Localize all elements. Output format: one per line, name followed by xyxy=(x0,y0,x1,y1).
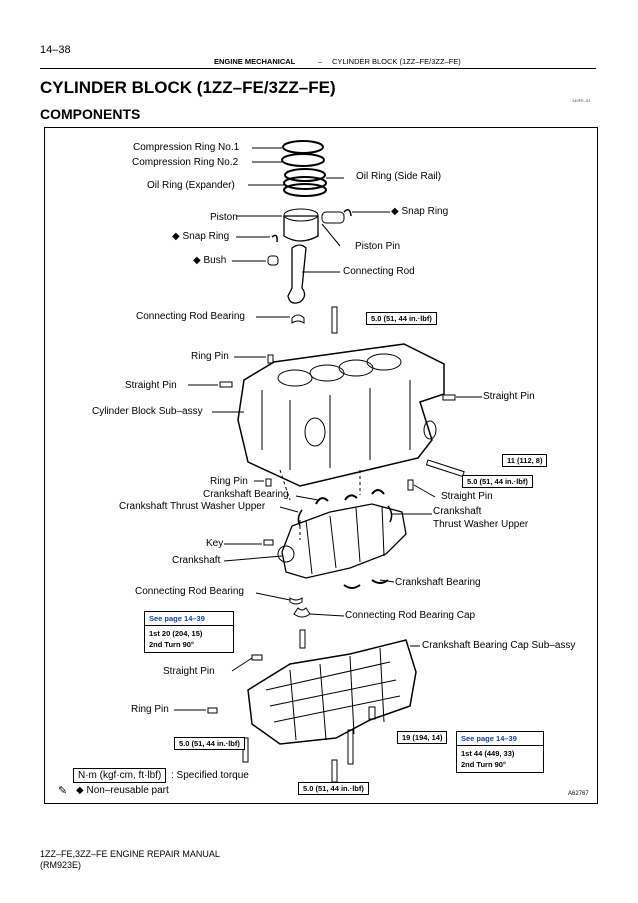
figure-frame xyxy=(44,127,598,804)
label-connecting-rod-bearing-bottom: Connecting Rod Bearing xyxy=(135,586,244,597)
label-connecting-rod-bearing-cap: Connecting Rod Bearing Cap xyxy=(345,610,476,621)
label-ring-pin-top: Ring Pin xyxy=(191,351,229,362)
label-crankshaft-thrust-washer-right-1: Crankshaft xyxy=(433,506,482,517)
ref-box-conrod-cap: See page 14–39 1st 20 (204, 15)2nd Turn … xyxy=(144,611,234,653)
page-number: 14–38 xyxy=(40,44,71,56)
figure-code-top: 140FE–01 xyxy=(572,98,591,103)
header-subsection: CYLINDER BLOCK (1ZZ–FE/3ZZ–FE) xyxy=(332,57,461,66)
label-snap-ring-left: ◆ Snap Ring xyxy=(172,231,230,242)
torque-box: 5.0 (51, 44 in.·lbf) xyxy=(462,475,533,488)
footer-manual: 1ZZ–FE,3ZZ–FE ENGINE REPAIR MANUAL xyxy=(40,849,220,859)
page-subtitle: COMPONENTS xyxy=(40,106,141,122)
label-crankshaft: Crankshaft xyxy=(172,555,221,566)
label-piston: Piston xyxy=(210,212,238,223)
label-ring-pin-bottom: Ring Pin xyxy=(131,704,169,715)
label-crankshaft-bearing-bottom: Crankshaft Bearing xyxy=(395,577,481,588)
torque-box: 5.0 (51, 44 in.·lbf) xyxy=(298,782,369,795)
label-crankshaft-thrust-washer-left: Crankshaft Thrust Washer Upper xyxy=(119,501,266,512)
diamond-icon: ◆ xyxy=(391,206,399,217)
ref-box-main-cap: See page 14–39 1st 44 (449, 33)2nd Turn … xyxy=(456,731,544,773)
ref-link[interactable]: See page 14–39 xyxy=(145,612,233,626)
figure-code: A62767 xyxy=(568,791,589,797)
header-rule xyxy=(40,68,596,69)
label-cylinder-block: Cylinder Block Sub–assy xyxy=(92,406,203,417)
header-section: ENGINE MECHANICAL xyxy=(214,57,296,66)
label-bush: ◆ Bush xyxy=(193,255,227,266)
page-title: CYLINDER BLOCK (1ZZ–FE/3ZZ–FE) xyxy=(40,78,336,97)
pen-icon: ✎ xyxy=(58,785,68,797)
header-separator: – xyxy=(318,57,323,66)
footer-code: (RM923E) xyxy=(40,860,82,870)
label-straight-pin-right: Straight Pin xyxy=(483,391,535,402)
label-straight-pin-left: Straight Pin xyxy=(125,380,177,391)
diamond-icon: ◆ xyxy=(172,231,180,242)
torque-box: 11 (112, 8) xyxy=(502,454,548,467)
legend-nonreusable: ◆ Non–reusable part xyxy=(76,785,169,796)
label-connecting-rod: Connecting Rod xyxy=(343,266,415,277)
label-straight-pin-mid: Straight Pin xyxy=(441,491,493,502)
legend-torque-desc: : Specified torque xyxy=(171,770,249,781)
legend-torque-unit: N·m (kgf·cm, ft·lbf) xyxy=(73,768,167,783)
label-connecting-rod-bearing-top: Connecting Rod Bearing xyxy=(136,311,245,322)
label-crankshaft-thrust-washer-right-2: Thrust Washer Upper xyxy=(433,519,529,530)
label-compression-ring-1: Compression Ring No.1 xyxy=(133,142,240,153)
label-straight-pin-bottom: Straight Pin xyxy=(163,666,215,677)
label-compression-ring-2: Compression Ring No.2 xyxy=(132,157,239,168)
torque-box: 19 (194, 14) xyxy=(397,731,448,744)
label-oil-ring-expander: Oil Ring (Expander) xyxy=(147,180,235,191)
label-oil-ring-side-rail: Oil Ring (Side Rail) xyxy=(356,171,442,182)
ref-link[interactable]: See page 14–39 xyxy=(457,732,543,746)
label-key: Key xyxy=(206,538,224,549)
torque-box: 5.0 (51, 44 in.·lbf) xyxy=(174,737,245,750)
label-snap-ring-right: ◆ Snap Ring xyxy=(391,206,449,217)
diamond-icon: ◆ xyxy=(76,785,84,796)
torque-box: 5.0 (51, 44 in.·lbf) xyxy=(366,312,437,325)
label-ring-pin-mid: Ring Pin xyxy=(210,476,248,487)
label-crankshaft-bearing-cap: Crankshaft Bearing Cap Sub–assy xyxy=(422,640,576,651)
diamond-icon: ◆ xyxy=(193,255,201,266)
label-crankshaft-bearing-top: Crankshaft Bearing xyxy=(203,489,289,500)
label-piston-pin: Piston Pin xyxy=(355,241,401,252)
